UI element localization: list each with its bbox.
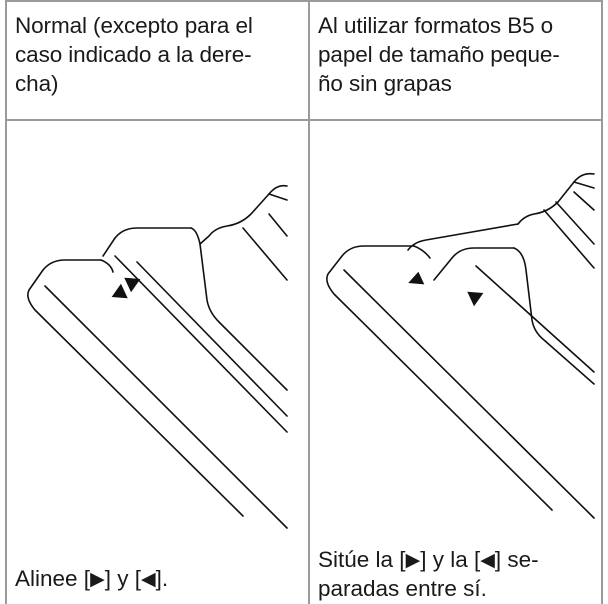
header-normal-line-1: Normal (excepto para el: [15, 13, 253, 38]
caption-left-mid: ] y [: [104, 566, 141, 591]
illustration-separated-sets: [326, 172, 595, 519]
caption-right-line-2: paradas entre sí.: [318, 576, 487, 601]
table-border-top: [5, 0, 603, 2]
caption-right-mid: ] y la [: [420, 547, 481, 572]
right-triangle-mark-right-figure: [467, 291, 484, 307]
table-header-divider: [5, 119, 603, 121]
caption-left-suffix: ].: [155, 566, 169, 591]
caption-align-marks: Alinee [▶] y [◀].: [15, 565, 305, 594]
header-b5-line-1: Al utilizar formatos B5 o: [318, 13, 554, 38]
table-border-left: [5, 0, 7, 604]
caption-right-suffix: ] se-: [494, 547, 539, 572]
right-triangle-icon: ▶: [405, 550, 421, 571]
header-b5-small-paper: Al utilizar formatos B5 o papel de tamañ…: [318, 11, 598, 98]
header-b5-line-3: ño sin grapas: [318, 71, 452, 96]
header-normal-line-2: caso indicado a la dere-: [15, 42, 252, 67]
left-triangle-icon: ◀: [480, 550, 495, 571]
left-triangle-mark-right-figure: [408, 271, 425, 285]
caption-right-prefix: Sitúe la [: [318, 547, 406, 572]
header-normal: Normal (excepto para el caso indicado a …: [15, 11, 303, 98]
illustration-aligned-sets: [27, 184, 288, 529]
left-triangle-mark: [111, 283, 128, 299]
header-normal-line-3: cha): [15, 71, 59, 96]
caption-left-prefix: Alinee [: [15, 566, 91, 591]
header-b5-line-2: papel de tamaño peque-: [318, 42, 560, 67]
table-divider-center: [308, 0, 310, 604]
caption-separate-marks: Sitúe la [▶] y la [◀] se- paradas entre …: [318, 546, 603, 602]
table-border-right: [601, 0, 603, 604]
right-triangle-mark: [124, 277, 141, 293]
caption-right-line-1: Sitúe la [▶] y la [◀] se-: [318, 546, 603, 575]
right-triangle-icon: ▶: [90, 569, 105, 590]
left-triangle-icon: ◀: [140, 569, 156, 590]
comparison-table: Normal (excepto para el caso indicado a …: [5, 0, 603, 604]
